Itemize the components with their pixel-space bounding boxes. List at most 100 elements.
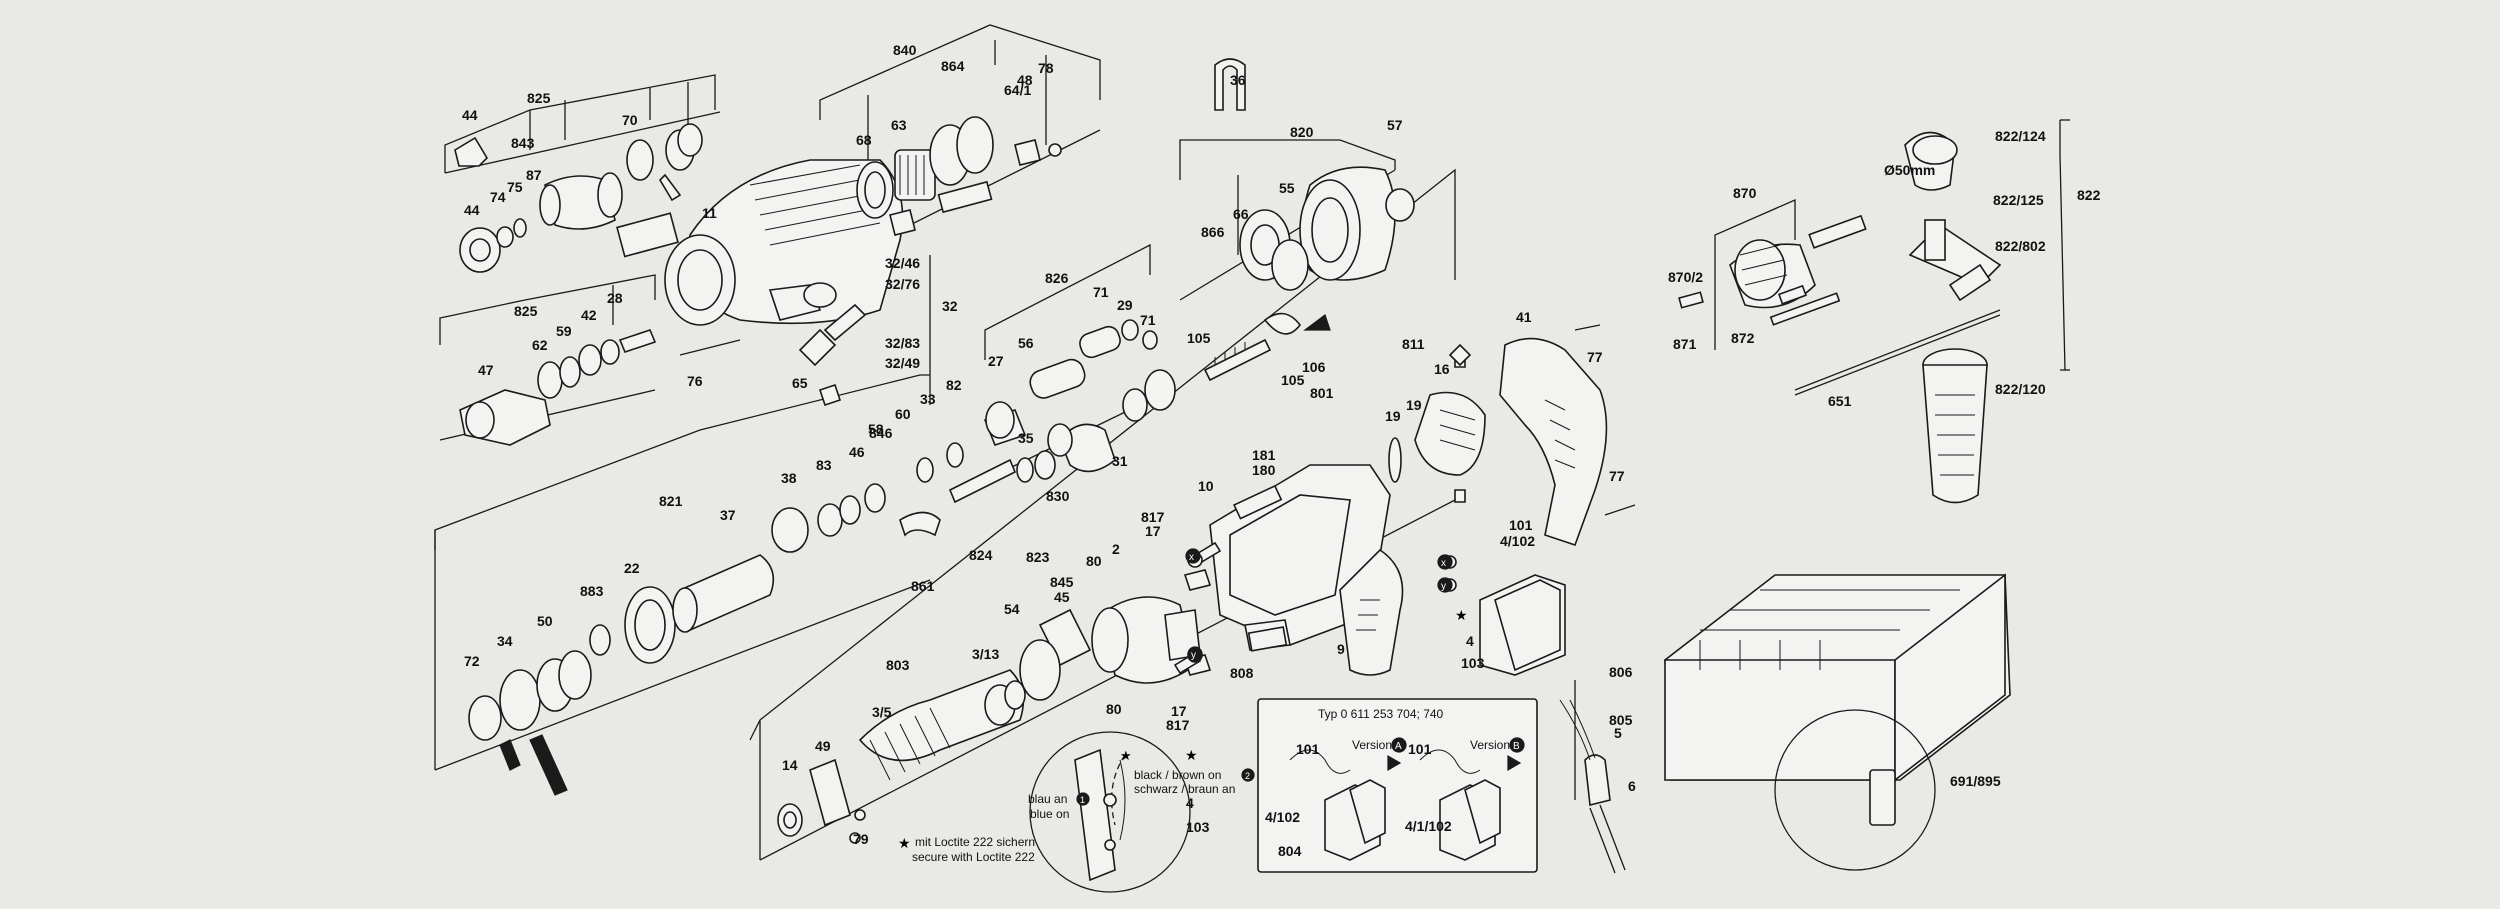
label-44a: 44 [462, 107, 478, 123]
black-brown-on: black / brown on [1134, 768, 1221, 782]
label-82: 82 [946, 377, 962, 393]
x-marker: x [1189, 552, 1194, 563]
version-b-label: Version [1470, 738, 1510, 752]
label-17a: 17 [1145, 523, 1161, 539]
depth-gauge-651 [1794, 309, 2001, 391]
label-74: 74 [490, 189, 506, 205]
label-35: 35 [1018, 430, 1034, 446]
part-labels: 44 825 843 70 87 75 74 44 840 864 64/1 7… [462, 42, 2101, 847]
version-a-label: Version [1352, 738, 1392, 752]
label-181: 181 [1252, 447, 1276, 463]
label-76: 76 [687, 373, 703, 389]
label-19b: 19 [1406, 397, 1422, 413]
label-45: 45 [1054, 589, 1070, 605]
label-79: 79 [853, 831, 869, 847]
label-864: 864 [941, 58, 965, 74]
label-817b: 817 [1166, 717, 1190, 733]
label-22: 22 [624, 560, 640, 576]
label-801: 801 [1310, 385, 1334, 401]
label-32: 32 [942, 298, 958, 314]
inset-label-4: 4 [1186, 795, 1194, 811]
marker-1: 1 [1080, 795, 1085, 805]
version-b-badge: B [1513, 741, 1520, 752]
switch-variant-box [1257, 698, 1538, 873]
label-49: 49 [815, 738, 831, 754]
wiring-inset [1029, 731, 1191, 893]
chuck-870 [1678, 214, 2001, 396]
version-a-badge: A [1395, 741, 1402, 752]
label-845: 845 [1050, 574, 1074, 590]
label-54: 54 [1004, 601, 1020, 617]
label-817a: 817 [1141, 509, 1165, 525]
label-29: 29 [1117, 297, 1133, 313]
label-11: 11 [702, 205, 717, 221]
motor-housing-801 [1209, 354, 1486, 676]
chuck-sleeve-843 [544, 175, 616, 230]
switch-box-title: Typ 0 611 253 704; 740 [1318, 707, 1444, 721]
label-80b: 80 [1106, 701, 1122, 717]
label-105b: 105 [1281, 372, 1305, 388]
row-821 [468, 423, 1073, 796]
label-820: 820 [1290, 124, 1314, 140]
label-106: 106 [1302, 359, 1326, 375]
label-101: 101 [1509, 517, 1533, 533]
clip-part-44 [454, 136, 489, 167]
label-59: 59 [556, 323, 572, 339]
label-805: 805 [1609, 712, 1633, 728]
label-31: 31 [1112, 453, 1128, 469]
label-63: 63 [891, 117, 907, 133]
star-marker: ★ [1455, 608, 1468, 624]
label-68: 68 [856, 132, 872, 148]
label-821: 821 [659, 493, 683, 509]
label-58: 58 [868, 421, 884, 437]
label-4-102: 4/102 [1500, 533, 1535, 549]
label-825b: 825 [514, 303, 538, 319]
label-103a: 103 [1461, 655, 1485, 671]
schwarz-braun-an: schwarz / braun an [1134, 782, 1235, 796]
label-44b: 44 [464, 202, 480, 218]
label-2: 2 [1112, 541, 1120, 557]
label-3-13: 3/13 [972, 646, 999, 662]
blue-on: blue on [1030, 807, 1069, 821]
carry-case [1664, 573, 2011, 871]
label-71b: 71 [1140, 312, 1156, 328]
marker-2: 2 [1245, 771, 1250, 781]
x-marker-switch: x [1441, 558, 1446, 569]
label-822: 822 [2077, 187, 2101, 203]
label-6: 6 [1628, 778, 1636, 794]
label-36: 36 [1230, 72, 1246, 88]
piston-group-826 [983, 319, 1176, 483]
label-60: 60 [895, 406, 911, 422]
label-691-895: 691/895 [1950, 773, 2001, 789]
aux-handle-822 [1904, 131, 2002, 504]
label-651: 651 [1828, 393, 1852, 409]
label-78: 78 [1038, 60, 1054, 76]
label-16: 16 [1434, 361, 1450, 377]
label-17b: 17 [1171, 703, 1187, 719]
y-marker-switch: y [1441, 581, 1446, 592]
label-861: 861 [911, 578, 935, 594]
footnote-line-2: secure with Loctite 222 [912, 850, 1035, 864]
label-10: 10 [1198, 478, 1214, 494]
label-4: 4 [1466, 633, 1474, 649]
label-866: 866 [1201, 224, 1225, 240]
label-70: 70 [622, 112, 638, 128]
label-64-1: 64/1 [1004, 82, 1031, 98]
switch-a-4-102: 4/102 [1265, 809, 1300, 825]
gear-housing-820 [1203, 58, 1415, 382]
label-846: 846 [869, 425, 893, 441]
label-77a: 77 [1587, 349, 1603, 365]
label-3-5: 3/5 [872, 704, 892, 720]
label-87: 87 [526, 167, 542, 183]
label-826: 826 [1045, 270, 1069, 286]
label-32-49: 32/49 [885, 355, 920, 371]
inset-wiring-text: blau an blue on 1 black / brown on schwa… [1028, 748, 1255, 835]
label-71a: 71 [1093, 284, 1109, 300]
label-57: 57 [1387, 117, 1403, 133]
switch-b-4-1-102: 4/1/102 [1405, 818, 1452, 834]
y-marker: y [1191, 650, 1196, 661]
screw-76 [679, 339, 741, 356]
label-830: 830 [1046, 488, 1070, 504]
label-33: 33 [920, 391, 936, 407]
